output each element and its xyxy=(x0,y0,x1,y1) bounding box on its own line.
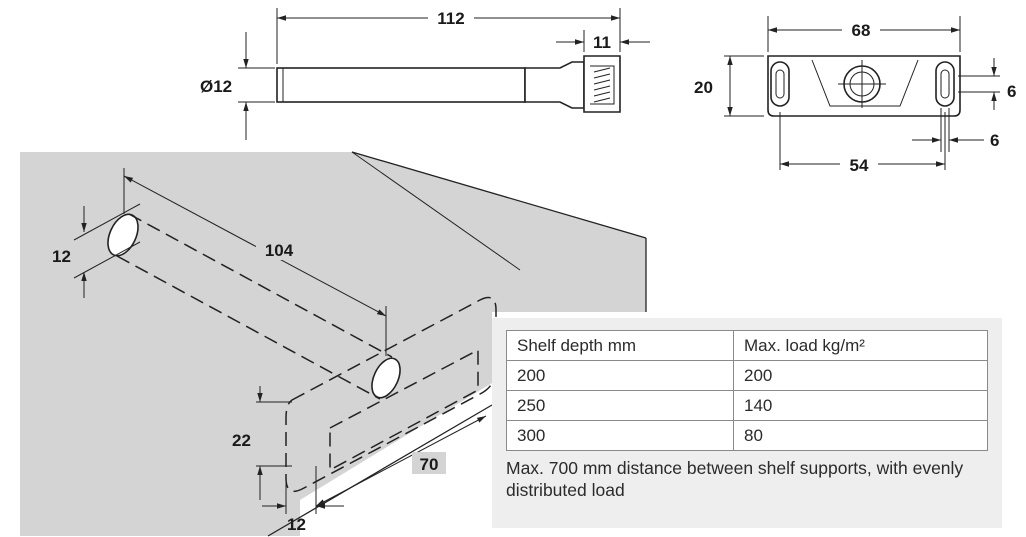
header-shelf-depth: Shelf depth mm xyxy=(506,330,734,361)
dim-hole-spacing: 54 xyxy=(850,156,869,175)
dim-slot-height: 6 xyxy=(1007,82,1016,101)
dim-recess-height: 22 xyxy=(232,431,251,450)
cell-shelf-depth: 300 xyxy=(506,420,734,451)
table-row: 200 200 xyxy=(506,360,988,391)
recess-outline xyxy=(285,296,497,493)
cell-shelf-depth: 250 xyxy=(506,390,734,421)
dim-drill-depth: 104 xyxy=(265,241,294,260)
pin-neck xyxy=(524,61,585,109)
table-row: 300 80 xyxy=(506,420,988,451)
header-max-load: Max. load kg/m² xyxy=(733,330,988,361)
dim-pin-diameter: Ø12 xyxy=(200,77,232,96)
dim-recess-width: 12 xyxy=(287,515,306,534)
dim-head-width: 11 xyxy=(593,33,611,52)
dim-slot-width: 6 xyxy=(990,131,999,150)
pin-shaft xyxy=(276,67,526,103)
dim-pin-length: 112 xyxy=(437,9,464,28)
dim-bracket-width: 68 xyxy=(852,21,871,40)
cell-max-load: 200 xyxy=(733,360,988,391)
drill-hole-end xyxy=(371,357,401,399)
bracket-left-slot xyxy=(770,61,790,107)
dim-recess-length: 70 xyxy=(420,455,439,474)
dim-drill-diameter: 12 xyxy=(52,247,71,266)
bracket-right-slot xyxy=(935,61,955,107)
load-note: Max. 700 mm distance between shelf suppo… xyxy=(506,458,964,500)
load-table: Shelf depth mm Max. load kg/m² 200 200 2… xyxy=(506,330,988,451)
table-header-row: Shelf depth mm Max. load kg/m² xyxy=(506,330,988,361)
table-row: 250 140 xyxy=(506,390,988,421)
cell-max-load: 80 xyxy=(733,420,988,451)
load-table-panel: Shelf depth mm Max. load kg/m² 200 200 2… xyxy=(492,318,1002,528)
pin-head xyxy=(583,55,621,113)
dim-bracket-height: 20 xyxy=(694,78,713,97)
bracket-front-view: 68 20 6 6 54 xyxy=(694,16,1016,175)
cell-shelf-depth: 200 xyxy=(506,360,734,391)
cell-max-load: 140 xyxy=(733,390,988,421)
pin-side-view: 112 11 Ø12 xyxy=(200,8,650,140)
installation-view: 104 12 22 70 12 xyxy=(20,151,647,537)
